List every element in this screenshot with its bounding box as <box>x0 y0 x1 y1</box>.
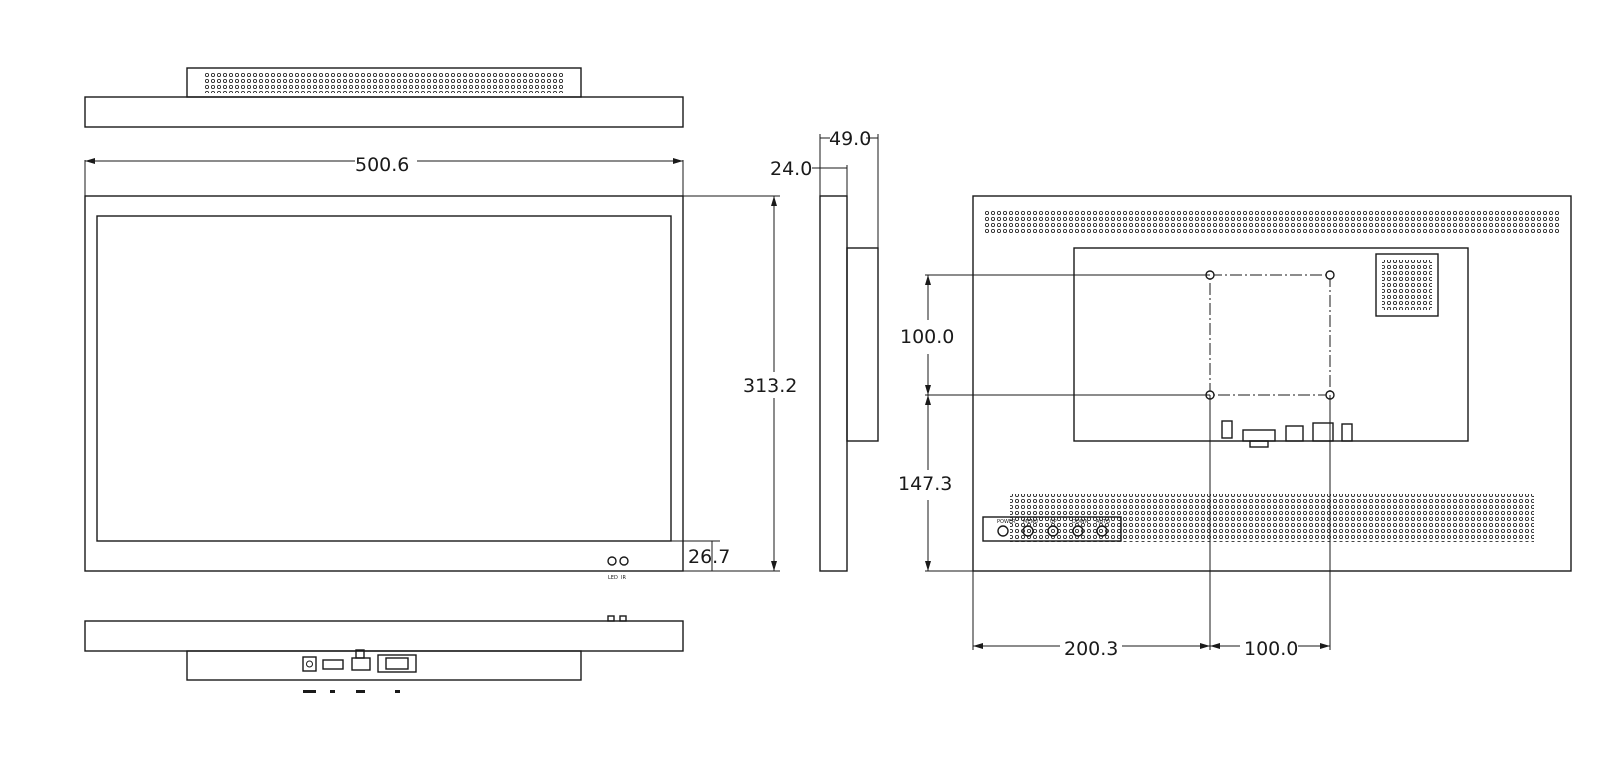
vesa-horizontal-dimension: 200.3 100.0 <box>972 395 1331 660</box>
connector-icon <box>1221 420 1353 448</box>
vesa-bottom-offset-value: 147.3 <box>898 473 952 495</box>
power-button-label: POWER <box>997 519 1016 525</box>
connector-icon <box>302 649 417 673</box>
bezel-value: 26.7 <box>688 546 730 568</box>
button-panel: POWER MENU UP DOWN AUTO <box>982 516 1122 542</box>
depth-total-value: 49.0 <box>829 128 871 150</box>
ir-icon <box>619 556 629 566</box>
rear-view: POWER MENU UP DOWN AUTO <box>972 195 1572 572</box>
side-view: 49.0 24.0 <box>770 128 879 572</box>
menu-button-label: MENU <box>1023 519 1038 525</box>
vent-grille-icon <box>1010 494 1534 542</box>
vesa-vertical-value: 100.0 <box>900 326 954 348</box>
front-view: LED IR <box>84 195 780 581</box>
led-icon <box>607 556 617 566</box>
top-view <box>84 67 684 128</box>
depth-panel-value: 24.0 <box>770 158 812 180</box>
height-value: 313.2 <box>743 375 797 397</box>
height-dimension: 313.2 <box>683 196 797 572</box>
vesa-left-offset-value: 200.3 <box>1064 638 1118 660</box>
vent-grille-icon <box>205 73 565 93</box>
led-label: LED <box>608 575 618 581</box>
width-value: 500.6 <box>355 154 409 176</box>
fan-grille-icon <box>1375 253 1439 317</box>
vent-grille-icon <box>985 210 1561 234</box>
bottom-view <box>84 615 684 693</box>
screen-area <box>96 215 672 542</box>
ir-label: IR <box>621 575 626 581</box>
mounting-hole-icon <box>1205 270 1335 400</box>
bezel-dimension: 26.7 <box>671 540 730 571</box>
auto-button-label: AUTO <box>1096 519 1110 525</box>
vesa-vertical-dimension: 100.0 147.3 <box>898 274 1210 572</box>
up-button-label: UP <box>1050 519 1057 525</box>
down-button-label: DOWN <box>1072 519 1089 525</box>
vesa-horizontal-value: 100.0 <box>1244 638 1298 660</box>
width-dimension: 500.6 <box>84 154 684 196</box>
